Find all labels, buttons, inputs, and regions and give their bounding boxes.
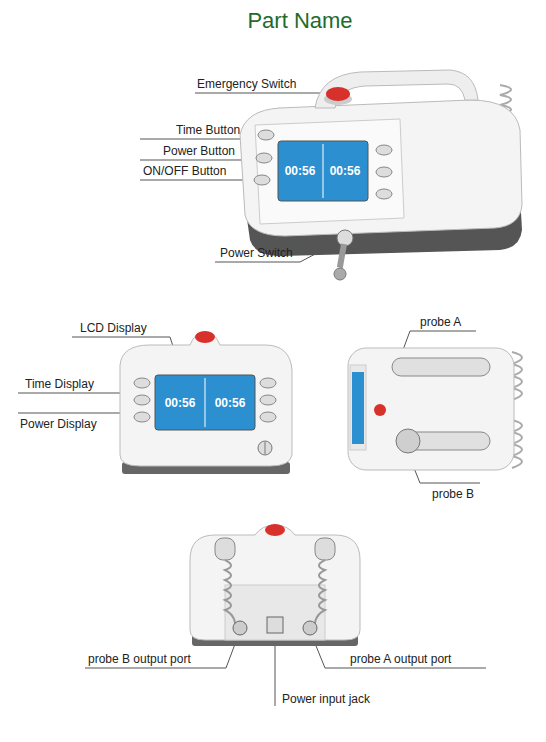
part-label: LCD Display (80, 321, 147, 335)
lcd-readout: 00:56 (165, 396, 196, 410)
part-label: probe A (420, 315, 461, 329)
part-label: probe B output port (88, 652, 191, 666)
part-label: Power Display (20, 417, 97, 431)
part-label: Emergency Switch (197, 77, 296, 91)
part-label: ON/OFF Button (143, 164, 226, 178)
part-label: Power Button (163, 144, 235, 158)
lcd-readout: 00:56 (330, 164, 361, 178)
lcd-readout: 00:56 (215, 396, 246, 410)
part-label: Time Button (176, 123, 240, 137)
page-title: Part Name (247, 8, 352, 34)
part-label: probe A output port (350, 652, 451, 666)
lcd-readout: 00:56 (285, 164, 316, 178)
part-label: probe B (432, 487, 474, 501)
part-label: Time Display (25, 377, 94, 391)
part-label: Power Switch (220, 246, 293, 260)
part-label: Power input jack (282, 692, 370, 706)
